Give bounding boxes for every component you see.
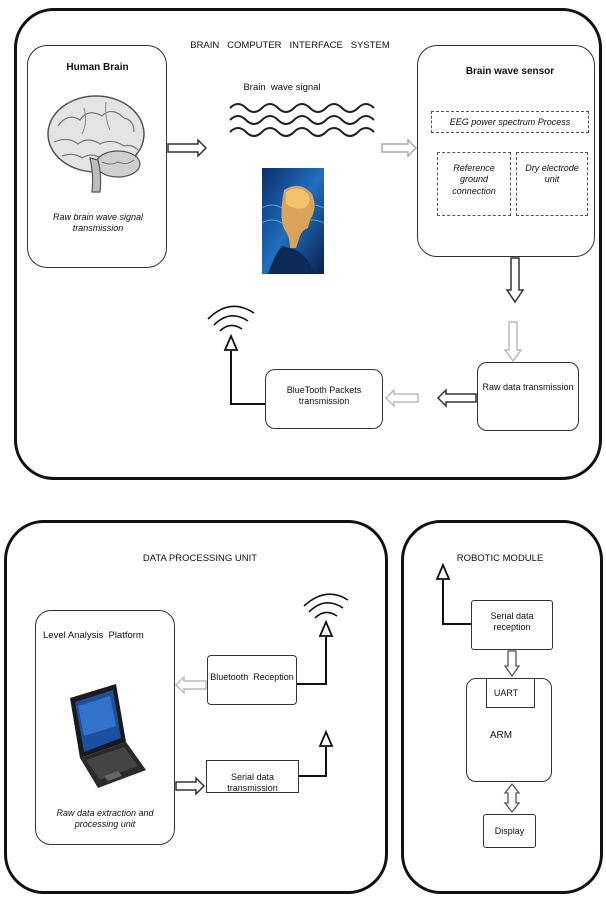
dpu-serial-antenna-line	[299, 747, 327, 777]
raw-data-down-arrow	[503, 321, 523, 363]
eeg-process-box	[431, 111, 589, 133]
to-bluetooth-packets-arrow	[384, 388, 419, 408]
bci-antenna-wave-2	[213, 315, 249, 326]
dry-electrode-label: Dry electrode unit	[525, 163, 579, 185]
arm-label: ARM	[489, 730, 513, 741]
level-analysis-platform-caption: Raw data extraction and processing unit	[56, 808, 154, 830]
robot-antenna-line	[442, 580, 471, 625]
dry-electrode-box	[516, 152, 588, 216]
bci-antenna-wave-1	[219, 324, 243, 332]
brain-wave-label: Brain wave signal	[243, 82, 321, 93]
eeg-process-label: EEG power spectrum Process	[449, 117, 571, 127]
bluetooth-packets-label: BlueTooth Packets transmission	[286, 385, 362, 407]
raw-data-transmission-box	[477, 362, 579, 431]
dpu-title: DATA PROCESSING UNIT	[142, 553, 258, 564]
uart-box	[486, 678, 535, 708]
arm-display-double-arrow	[503, 782, 521, 814]
brain-wave-signal	[229, 103, 375, 137]
brain-image	[47, 95, 145, 193]
laptop-image	[70, 684, 146, 788]
bci-title: BRAIN COMPUTER INTERFACE SYSTEM	[190, 40, 390, 51]
brain-to-wave-arrow	[167, 138, 208, 158]
robot-antenna-icon	[435, 562, 451, 580]
level-analysis-platform-title: Level Analysis Platform	[43, 630, 144, 641]
dpu-bt-antenna-line	[297, 637, 327, 685]
serial-rx-to-arm-arrow	[503, 650, 521, 678]
bluetooth-packets-box	[265, 369, 383, 429]
dpu-bt-antenna-icon	[318, 619, 334, 637]
human-brain-title: Human Brain	[66, 62, 129, 73]
serial-data-reception-box	[471, 600, 553, 650]
dpu-bt-antenna-wave-3	[303, 593, 349, 607]
bt-reception-to-platform-arrow	[174, 675, 207, 695]
robotic-module-title: ROBOTIC MODULE	[456, 553, 544, 564]
sensor-down-arrow	[505, 257, 525, 304]
reference-ground-box	[437, 152, 511, 216]
bci-antenna-wave-3	[207, 305, 255, 320]
platform-to-serial-tx-arrow	[175, 776, 206, 796]
serial-data-reception-label: Serial data reception	[490, 611, 534, 633]
dpu-bt-antenna-wave-2	[308, 602, 344, 613]
uart-label: UART	[493, 688, 519, 698]
display-label: Display	[494, 826, 525, 836]
dpu-bt-antenna-wave-1	[314, 611, 338, 619]
raw-data-left-arrow	[436, 388, 477, 408]
wave-to-sensor-arrow	[381, 138, 418, 158]
bci-antenna-line	[230, 351, 265, 405]
human-brain-caption: Raw brain wave signal transmission	[52, 212, 144, 234]
human-head-image	[262, 168, 324, 274]
display-box	[483, 814, 536, 848]
bluetooth-reception-box	[207, 655, 297, 705]
serial-data-transmission-box	[206, 760, 299, 793]
bluetooth-reception-label: Bluetooth Reception	[210, 672, 294, 682]
bci-antenna-icon	[223, 333, 239, 351]
dpu-serial-antenna-icon	[318, 729, 334, 747]
serial-data-transmission-label: Serial data transmission	[227, 772, 278, 794]
brain-wave-sensor-title: Brain wave sensor	[465, 66, 555, 77]
brain-wave-sensor-box	[417, 45, 595, 257]
raw-data-transmission-label: Raw data transmission	[482, 382, 574, 392]
reference-ground-label: Reference ground connection	[452, 163, 496, 196]
